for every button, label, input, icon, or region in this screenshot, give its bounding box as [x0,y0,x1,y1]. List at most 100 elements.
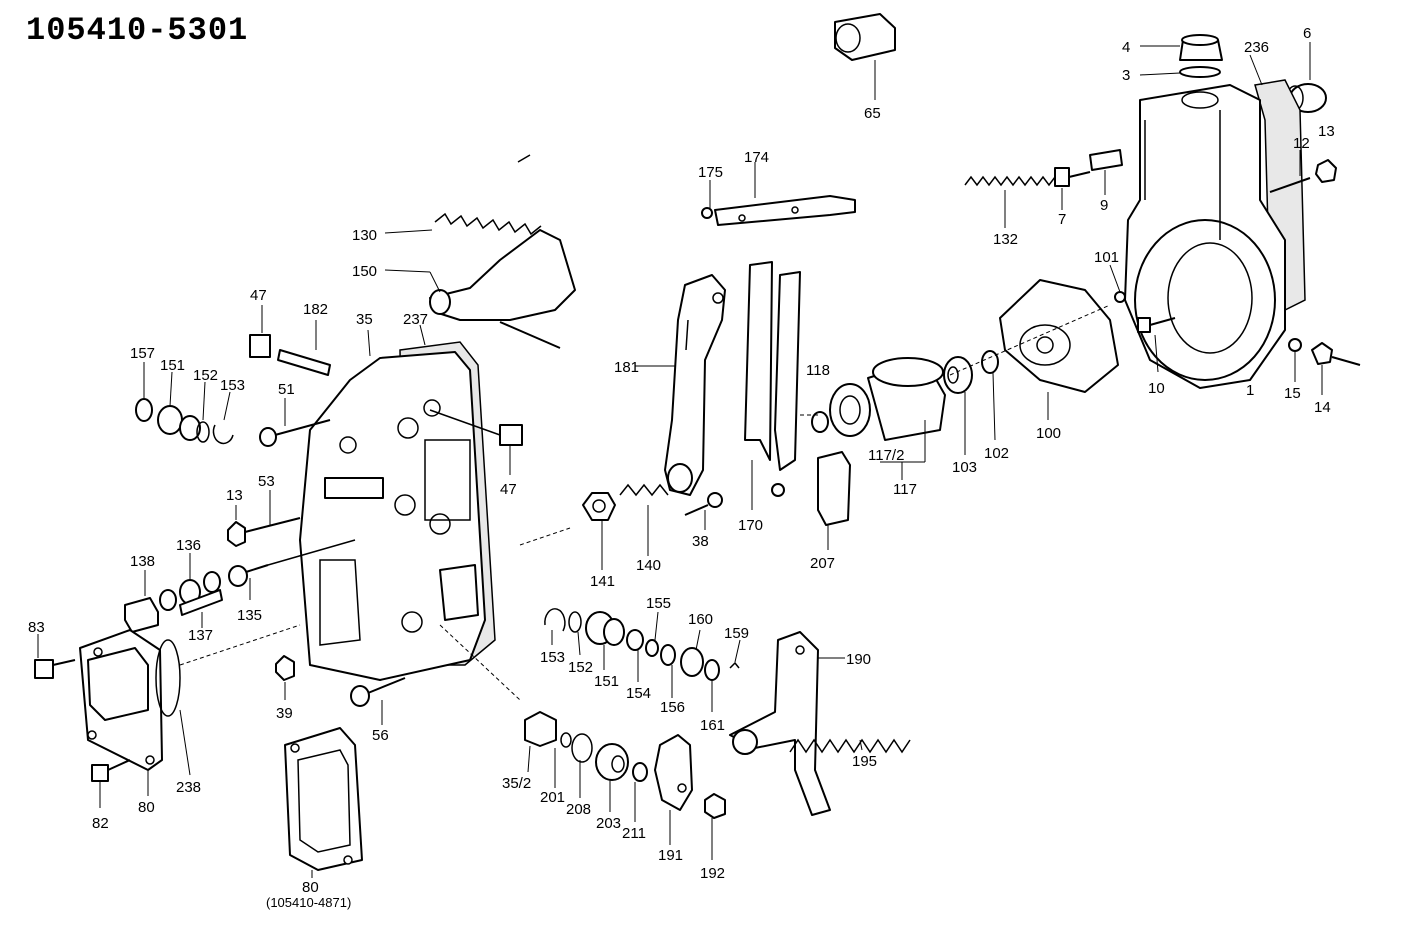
part-156-ring [660,644,676,698]
label-83: 83 [28,619,45,636]
part-191-plate [654,734,693,845]
part-35-2-plug [524,711,557,773]
assembly-subtitle: (105410-4871) [266,895,352,910]
part-39-nut [275,655,295,700]
label-182: 182 [303,301,328,318]
label-13-top: 13 [1318,123,1335,140]
part-132-spring [964,175,1062,228]
label-47-right: 47 [500,481,517,498]
part-138-cap [124,570,159,633]
label-103: 103 [952,459,977,476]
part-51-bolt [259,398,331,447]
label-53: 53 [258,473,275,490]
label-51: 51 [278,381,295,398]
label-152-top: 152 [193,367,218,384]
part-150-lever [384,229,576,349]
label-10: 10 [1148,380,1165,397]
label-141: 141 [590,573,615,590]
part-47-bolt-top [249,305,271,358]
label-153-top: 153 [220,377,245,394]
label-13-left: 13 [226,487,243,504]
part-151-plug-right [585,611,625,670]
part-140-spring [619,483,669,556]
part-203-bushing [595,743,629,812]
part-195-spring [789,738,911,754]
part-159-pin [729,639,741,669]
part-103-bushing [943,356,973,455]
part-83-bolt [34,634,76,679]
label-157: 157 [130,345,155,362]
label-135: 135 [237,607,262,624]
part-102-washer [981,350,999,441]
label-192: 192 [700,865,725,882]
part-152-ring-right [568,611,582,656]
label-6: 6 [1303,25,1311,42]
label-170: 170 [738,517,763,534]
label-118: 118 [806,362,830,379]
label-175: 175 [698,164,723,181]
part-207-block [771,451,851,550]
label-101: 101 [1094,249,1119,266]
part-190-lever [729,631,845,816]
part-135-adjust-screw [228,539,356,600]
label-80-left: 80 [138,799,155,816]
part-155-washer [645,611,659,657]
label-207: 207 [810,555,835,572]
part-12-stud [1269,150,1311,193]
label-190: 190 [846,651,871,668]
part-80-cover-bottom [284,727,363,878]
label-140: 140 [636,557,661,574]
part-65-nut [834,13,896,100]
label-38: 38 [692,533,709,550]
label-150: 150 [352,263,377,280]
label-174: 174 [744,149,769,166]
part-192-bolt [704,793,726,860]
part-56-bolt [350,677,406,725]
part-9-clamp [1089,149,1123,195]
part-174-link [714,162,856,226]
label-14: 14 [1314,399,1331,416]
diagram-title: 105410-5301 [26,12,249,49]
part-80-cover-left [79,629,163,796]
label-35: 35 [356,311,373,328]
part-154-seal [626,629,644,682]
part-labels: 65 4 3 236 6 175 174 130 150 132 7 9 12 … [28,25,1335,896]
part-14-bolt [1288,338,1361,395]
part-117-sleeve [811,357,946,480]
part-100-flyweight [999,279,1119,420]
part-4-plug [1139,34,1223,78]
label-191: 191 [658,847,683,864]
label-117-2: 117/2 [868,447,904,464]
reference-lines [179,304,1111,701]
label-155: 155 [646,595,671,612]
part-170-plate [744,261,801,510]
part-152-ring-top [196,381,210,443]
label-203: 203 [596,815,621,832]
label-156: 156 [660,699,685,716]
part-160-bushing [680,629,704,677]
label-138: 138 [130,553,155,570]
label-238: 238 [176,779,201,796]
label-152-right: 152 [568,659,593,676]
label-136: 136 [176,537,201,554]
part-13-nut-top [1315,159,1337,183]
label-117: 117 [893,481,917,498]
label-161: 161 [700,717,725,734]
part-161-washer [704,659,720,712]
part-238-o-ring [155,639,191,776]
part-157-cap [135,362,153,422]
part-7-bolt [1054,167,1091,210]
label-154: 154 [626,685,651,702]
part-208-ring [571,733,593,798]
part-137-plate [179,571,223,628]
part-175-clip [701,180,713,219]
label-236: 236 [1244,39,1269,56]
part-47-bolt-right [429,409,523,475]
label-4: 4 [1122,39,1130,56]
label-100: 100 [1036,425,1061,442]
label-39: 39 [276,705,293,722]
label-82: 82 [92,815,109,832]
part-10-screw [1137,317,1176,373]
part-182-pin [277,320,331,376]
